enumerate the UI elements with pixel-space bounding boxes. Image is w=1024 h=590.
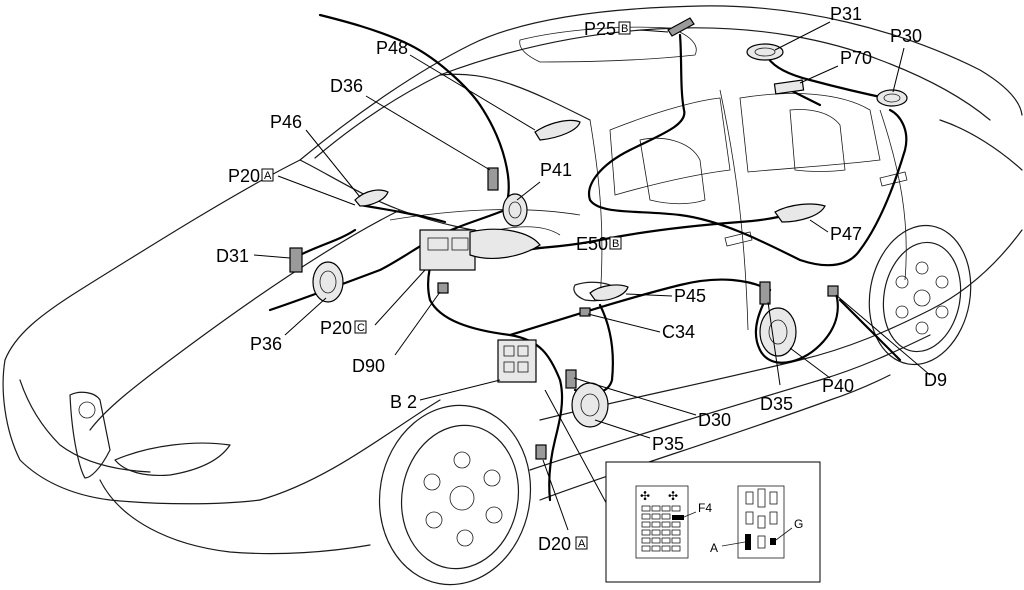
label-p40: P40 — [822, 376, 854, 396]
svg-text:B: B — [612, 238, 619, 250]
label-d35: D35 — [760, 394, 793, 414]
component-d90 — [437, 282, 449, 294]
svg-text:D20: D20 — [538, 534, 571, 554]
label-e50b: E50 B — [576, 234, 622, 254]
svg-text:E50: E50 — [576, 234, 608, 254]
svg-text:✣: ✣ — [668, 489, 678, 503]
fuse-block: ✣ ✣ F4 — [635, 485, 712, 559]
svg-text:P25: P25 — [584, 19, 616, 39]
rear-wheel — [868, 224, 972, 366]
label-d20a: D20 A — [538, 534, 588, 554]
label-p25: P25 B — [584, 19, 631, 39]
component-d9 — [827, 285, 839, 297]
label-d36: D36 — [330, 76, 363, 96]
component-d35 — [759, 281, 771, 305]
fuse-box-inset: ✣ ✣ F4 — [605, 461, 821, 583]
label-p31: P31 — [830, 4, 862, 24]
component-p46 — [354, 189, 389, 207]
component-p40 — [759, 307, 797, 357]
label-p35: P35 — [652, 434, 684, 454]
svg-text:A: A — [264, 170, 272, 182]
component-p70 — [773, 79, 805, 95]
front-wheel — [378, 404, 532, 586]
component-d36 — [487, 167, 499, 191]
label-d90: D90 — [352, 356, 385, 376]
component-d30 — [565, 369, 577, 389]
component-p45 — [589, 284, 629, 301]
label-g: G — [794, 517, 803, 531]
component-p48 — [534, 119, 581, 141]
svg-text:C: C — [357, 322, 365, 334]
wiring-harness — [268, 13, 908, 502]
svg-text:P20: P20 — [228, 166, 260, 186]
label-f4: F4 — [698, 501, 712, 515]
component-d20 — [535, 444, 547, 460]
svg-text:A: A — [578, 538, 586, 550]
svg-text:✣: ✣ — [640, 489, 650, 503]
label-b2: B 2 — [390, 392, 417, 412]
component-p31 — [746, 43, 784, 61]
label-p46: P46 — [270, 112, 302, 132]
label-c34: C34 — [662, 322, 695, 342]
component-c34 — [579, 307, 591, 317]
label-p30: P30 — [890, 26, 922, 46]
label-p20c: P20 C — [320, 318, 367, 338]
label-d9: D9 — [924, 370, 947, 390]
label-d31: D31 — [216, 246, 249, 266]
relay-block: A G — [710, 485, 803, 559]
label-p48: P48 — [376, 38, 408, 58]
label-p70: P70 — [840, 48, 872, 68]
label-p36: P36 — [250, 334, 282, 354]
car-body — [2, 5, 1023, 555]
label-p45: P45 — [674, 286, 706, 306]
label-d30: D30 — [698, 410, 731, 430]
label-p47: P47 — [830, 224, 862, 244]
component-p47 — [774, 203, 826, 223]
label-p41: P41 — [540, 160, 572, 180]
component-p35 — [571, 382, 609, 428]
leader-lines — [253, 21, 931, 531]
component-p30 — [876, 89, 908, 107]
component-p36 — [312, 261, 344, 303]
svg-text:P20: P20 — [320, 318, 352, 338]
label-p20a: P20 A — [228, 166, 274, 186]
component-d31 — [289, 247, 303, 273]
svg-text:B: B — [621, 23, 628, 35]
component-p41 — [502, 193, 528, 227]
component-p25 — [667, 17, 695, 37]
label-a: A — [710, 541, 718, 555]
component-b2 — [497, 339, 537, 383]
component-e50 — [419, 228, 541, 271]
